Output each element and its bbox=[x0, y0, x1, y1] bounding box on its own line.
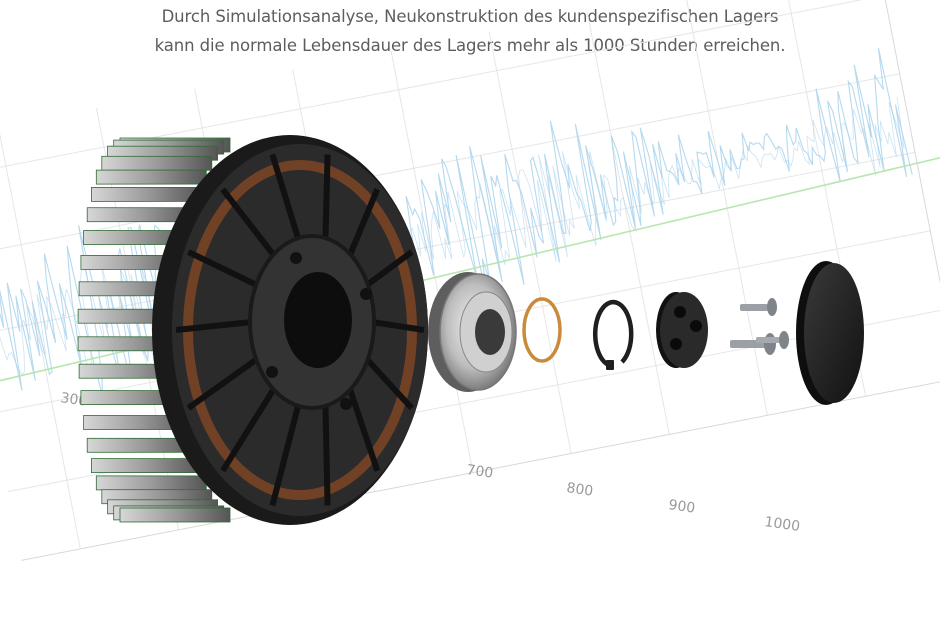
bearing-cap bbox=[656, 292, 708, 368]
plot-signal-line bbox=[0, 48, 913, 397]
stator-fin bbox=[119, 507, 231, 523]
stator-spoke bbox=[175, 319, 253, 333]
stator-spoke bbox=[322, 154, 331, 241]
motor-stator bbox=[77, 135, 428, 525]
stator-spoke bbox=[269, 153, 302, 241]
stator-spoke bbox=[346, 188, 381, 258]
stator-spoke bbox=[220, 386, 278, 473]
stator-spoke bbox=[363, 356, 414, 411]
stator-spokes bbox=[175, 153, 425, 507]
stator-spoke bbox=[322, 403, 331, 506]
caption: Durch Simulationsanalyse, Neukonstruktio… bbox=[0, 2, 940, 60]
caption-line-1: Durch Simulationsanalyse, Neukonstruktio… bbox=[161, 7, 779, 26]
cap-hole-3 bbox=[690, 320, 702, 332]
stator-fin bbox=[91, 186, 202, 202]
retaining-clip bbox=[592, 299, 634, 370]
screw-1 bbox=[740, 298, 777, 316]
cap-hole-2 bbox=[670, 338, 682, 350]
stator-spoke bbox=[346, 386, 381, 472]
stator-bolt-hole-1 bbox=[290, 252, 302, 264]
grid-line-vertical bbox=[0, 126, 81, 550]
stator-spoke bbox=[371, 319, 425, 333]
grid-line-horizontal bbox=[0, 0, 885, 179]
cap-face bbox=[660, 292, 708, 368]
tick-label-700: 700 bbox=[465, 462, 494, 482]
cover-face bbox=[804, 263, 864, 403]
tick-label-900: 900 bbox=[667, 497, 696, 517]
grid-line-vertical bbox=[488, 31, 572, 454]
stator-spoke bbox=[220, 187, 277, 259]
stator-hub-hole bbox=[284, 272, 352, 368]
stator-spoke bbox=[186, 355, 260, 411]
screw-2 bbox=[730, 333, 776, 355]
tick-label-1000: 1000 bbox=[763, 514, 801, 535]
ball-bearing bbox=[428, 272, 517, 392]
tick-label-800: 800 bbox=[565, 480, 594, 500]
plot-border-right bbox=[880, 0, 940, 379]
stator-spoke bbox=[364, 249, 414, 289]
stator-spoke bbox=[269, 403, 302, 507]
bearing-bore bbox=[475, 309, 505, 355]
cap-hole-1 bbox=[674, 306, 686, 318]
stator-fin bbox=[95, 169, 207, 185]
stator-bolt-hole-2 bbox=[360, 288, 372, 300]
screws bbox=[730, 298, 789, 355]
stator-bolt-hole-3 bbox=[266, 366, 278, 378]
stator-spoke bbox=[186, 249, 260, 289]
grid-line-horizontal bbox=[0, 73, 900, 257]
caption-line-2: kann die normale Lebensdauer des Lagers … bbox=[154, 36, 786, 55]
stator-fin bbox=[95, 475, 207, 491]
plot-signal-line-2 bbox=[0, 96, 905, 375]
screw-3 bbox=[756, 331, 789, 349]
copper-washer bbox=[522, 297, 562, 363]
stator-fin bbox=[101, 155, 213, 171]
stator-bolt-hole-4 bbox=[340, 398, 352, 410]
stator-fin bbox=[91, 458, 202, 474]
grid-line-vertical bbox=[586, 12, 670, 435]
end-cover bbox=[796, 261, 864, 405]
